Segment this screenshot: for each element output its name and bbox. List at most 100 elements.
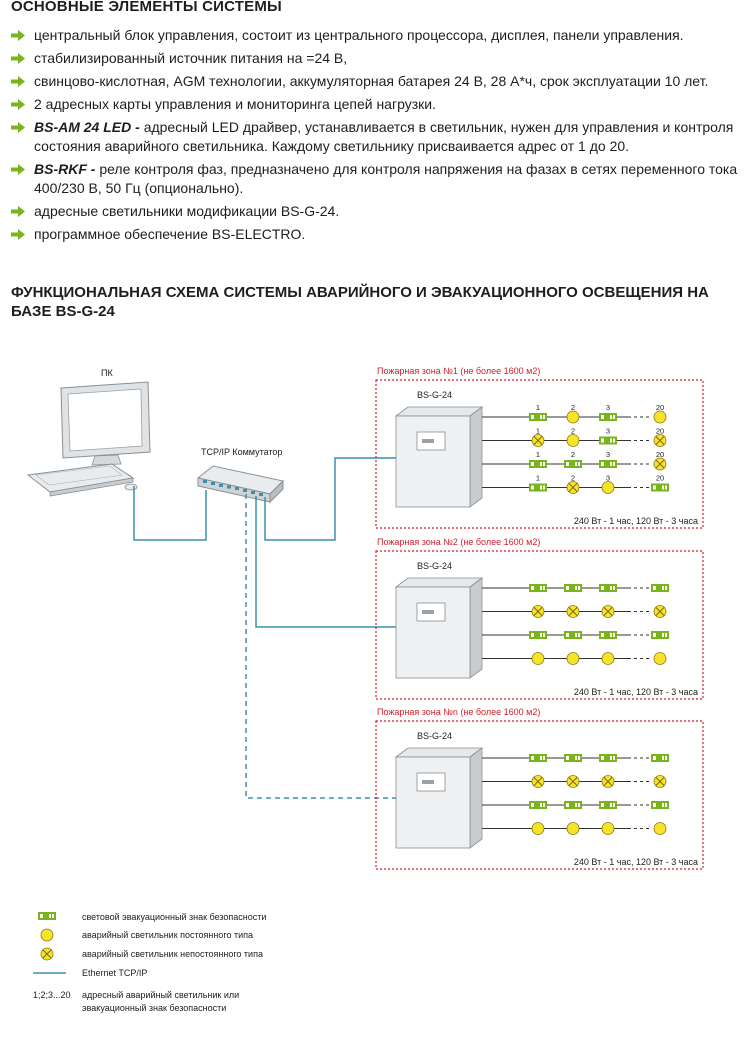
exit-sign-icon	[564, 801, 582, 809]
exit-sign-icon	[651, 483, 669, 492]
address-label: 1	[536, 427, 540, 436]
exit-sign-icon	[651, 584, 669, 592]
control-cabinet-icon	[394, 577, 484, 679]
non-permanent-lamp-icon	[601, 605, 615, 618]
exit-sign-icon	[529, 413, 547, 421]
exit-sign-icon	[564, 754, 582, 762]
exit-sign-icon	[38, 912, 56, 920]
elements-list: центральный блок управления, состоит из …	[11, 26, 746, 248]
arrow-right-icon	[11, 164, 25, 175]
non-permanent-lamp-icon	[531, 434, 545, 447]
item-text: 2 адресных карты управления и мониторинг…	[34, 96, 436, 112]
permanent-lamp-icon	[566, 822, 580, 835]
non-permanent-lamp-icon	[531, 775, 545, 788]
non-permanent-lamp-icon	[531, 605, 545, 618]
legend-text: световой эвакуационный знак безопасности	[82, 912, 266, 922]
permanent-lamp-icon	[40, 928, 54, 942]
exit-sign-icon	[599, 584, 617, 592]
exit-sign-icon	[599, 754, 617, 762]
item-bold: BS-RKF -	[34, 161, 100, 177]
address-label: 3	[606, 450, 610, 459]
exit-sign-icon	[651, 631, 669, 639]
permanent-lamp-icon	[566, 410, 580, 424]
non-permanent-lamp-icon	[601, 775, 615, 788]
pc-label: ПК	[101, 368, 113, 378]
exit-sign-icon	[529, 460, 547, 468]
non-permanent-lamp-icon	[566, 481, 580, 494]
non-permanent-lamp-icon	[566, 775, 580, 788]
item-text: адресный LED драйвер, устанавливается в …	[34, 119, 734, 154]
exit-sign-icon	[564, 584, 582, 592]
exit-sign-icon	[651, 801, 669, 809]
arrow-right-icon	[11, 99, 25, 110]
list-item: адресные светильники модификации BS-G-24…	[11, 202, 746, 221]
section-title-schema: ФУНКЦИОНАЛЬНАЯ СХЕМА СИСТЕМЫ АВАРИЙНОГО …	[11, 284, 709, 320]
legend-text: аварийный светильник непостоянного типа	[82, 949, 263, 959]
lamp-line	[482, 822, 667, 835]
item-text: реле контроля фаз, предназначено для кон…	[34, 161, 738, 196]
permanent-lamp-icon	[653, 822, 667, 835]
item-text: центральный блок управления, состоит из …	[34, 27, 684, 43]
address-label: 20	[656, 474, 664, 483]
fire-zone: Пожарная зона №2 (не более 1600 м2)BS-G-…	[375, 537, 704, 700]
exit-sign-icon	[599, 460, 617, 468]
permanent-lamp-icon	[566, 434, 580, 447]
item-text: адресные светильники модификации BS-G-24…	[34, 203, 340, 219]
legend-text: адресный аварийный светильник или эвакуа…	[82, 990, 242, 1013]
non-permanent-lamp-icon	[653, 775, 667, 788]
zone-border	[375, 379, 704, 529]
address-label: 3	[606, 474, 610, 483]
legend-address-label: 1;2;3...20	[33, 990, 71, 1000]
ethernet-line-zone2	[255, 496, 397, 628]
permanent-lamp-icon	[601, 822, 615, 835]
address-label: 20	[656, 403, 664, 412]
section-title-main-elements: ОСНОВНЫЕ ЭЛЕМЕНТЫ СИСТЕМЫ	[11, 0, 282, 15]
non-permanent-lamp-icon	[653, 605, 667, 618]
lamp-line	[482, 775, 667, 788]
address-label: 2	[571, 403, 575, 412]
legend-item: аварийный светильник непостоянного типа	[40, 947, 263, 961]
fire-zone: Пожарная зона №n (не более 1600 м2)BS-G-…	[375, 707, 704, 870]
zone-border	[375, 550, 704, 700]
zone-title: Пожарная зона №1 (не более 1600 м2)	[377, 366, 540, 376]
ethernet-line-pc	[133, 486, 207, 541]
permanent-lamp-icon	[653, 410, 667, 424]
switch-label: TCP/IP Коммутатор	[201, 447, 282, 457]
list-item: BS-RKF - реле контроля фаз, предназначен…	[11, 160, 746, 198]
zone-border	[375, 720, 704, 870]
address-label: 20	[656, 427, 664, 436]
control-cabinet-icon	[394, 406, 484, 508]
address-label: 2	[571, 474, 575, 483]
legend: световой эвакуационный знак безопасности…	[33, 912, 266, 1013]
permanent-lamp-icon	[531, 652, 545, 665]
device-label: BS-G-24	[417, 561, 452, 571]
ethernet-lines	[133, 457, 397, 799]
arrow-right-icon	[11, 76, 25, 87]
address-label: 2	[571, 450, 575, 459]
item-bold: BS-AM 24 LED -	[34, 119, 144, 135]
switch-icon	[196, 465, 285, 504]
ethernet-line-zone1	[264, 457, 397, 541]
permanent-lamp-icon	[531, 822, 545, 835]
item-text: стабилизированный источник питания на =2…	[34, 50, 348, 66]
lamp-line	[482, 754, 669, 762]
device-label: BS-G-24	[417, 731, 452, 741]
exit-sign-icon	[599, 631, 617, 639]
list-item: BS-AM 24 LED - адресный LED драйвер, уст…	[11, 118, 746, 156]
arrow-right-icon	[11, 122, 25, 133]
address-label: 1	[536, 403, 540, 412]
legend-item: Ethernet TCP/IP	[33, 968, 147, 978]
item-text: программное обеспечение BS-ELECTRO.	[34, 226, 306, 242]
exit-sign-icon	[529, 801, 547, 809]
non-permanent-lamp-icon	[566, 605, 580, 618]
fire-zone: Пожарная зона №1 (не более 1600 м2) BS-G-…	[375, 366, 704, 529]
address-label: 20	[656, 450, 664, 459]
device-label: BS-G-24	[417, 390, 452, 400]
address-label: 2	[571, 427, 575, 436]
permanent-lamp-icon	[601, 481, 615, 494]
exit-sign-icon	[599, 413, 617, 421]
lamp-line	[482, 652, 667, 665]
permanent-lamp-icon	[566, 652, 580, 665]
exit-sign-icon	[564, 460, 582, 468]
